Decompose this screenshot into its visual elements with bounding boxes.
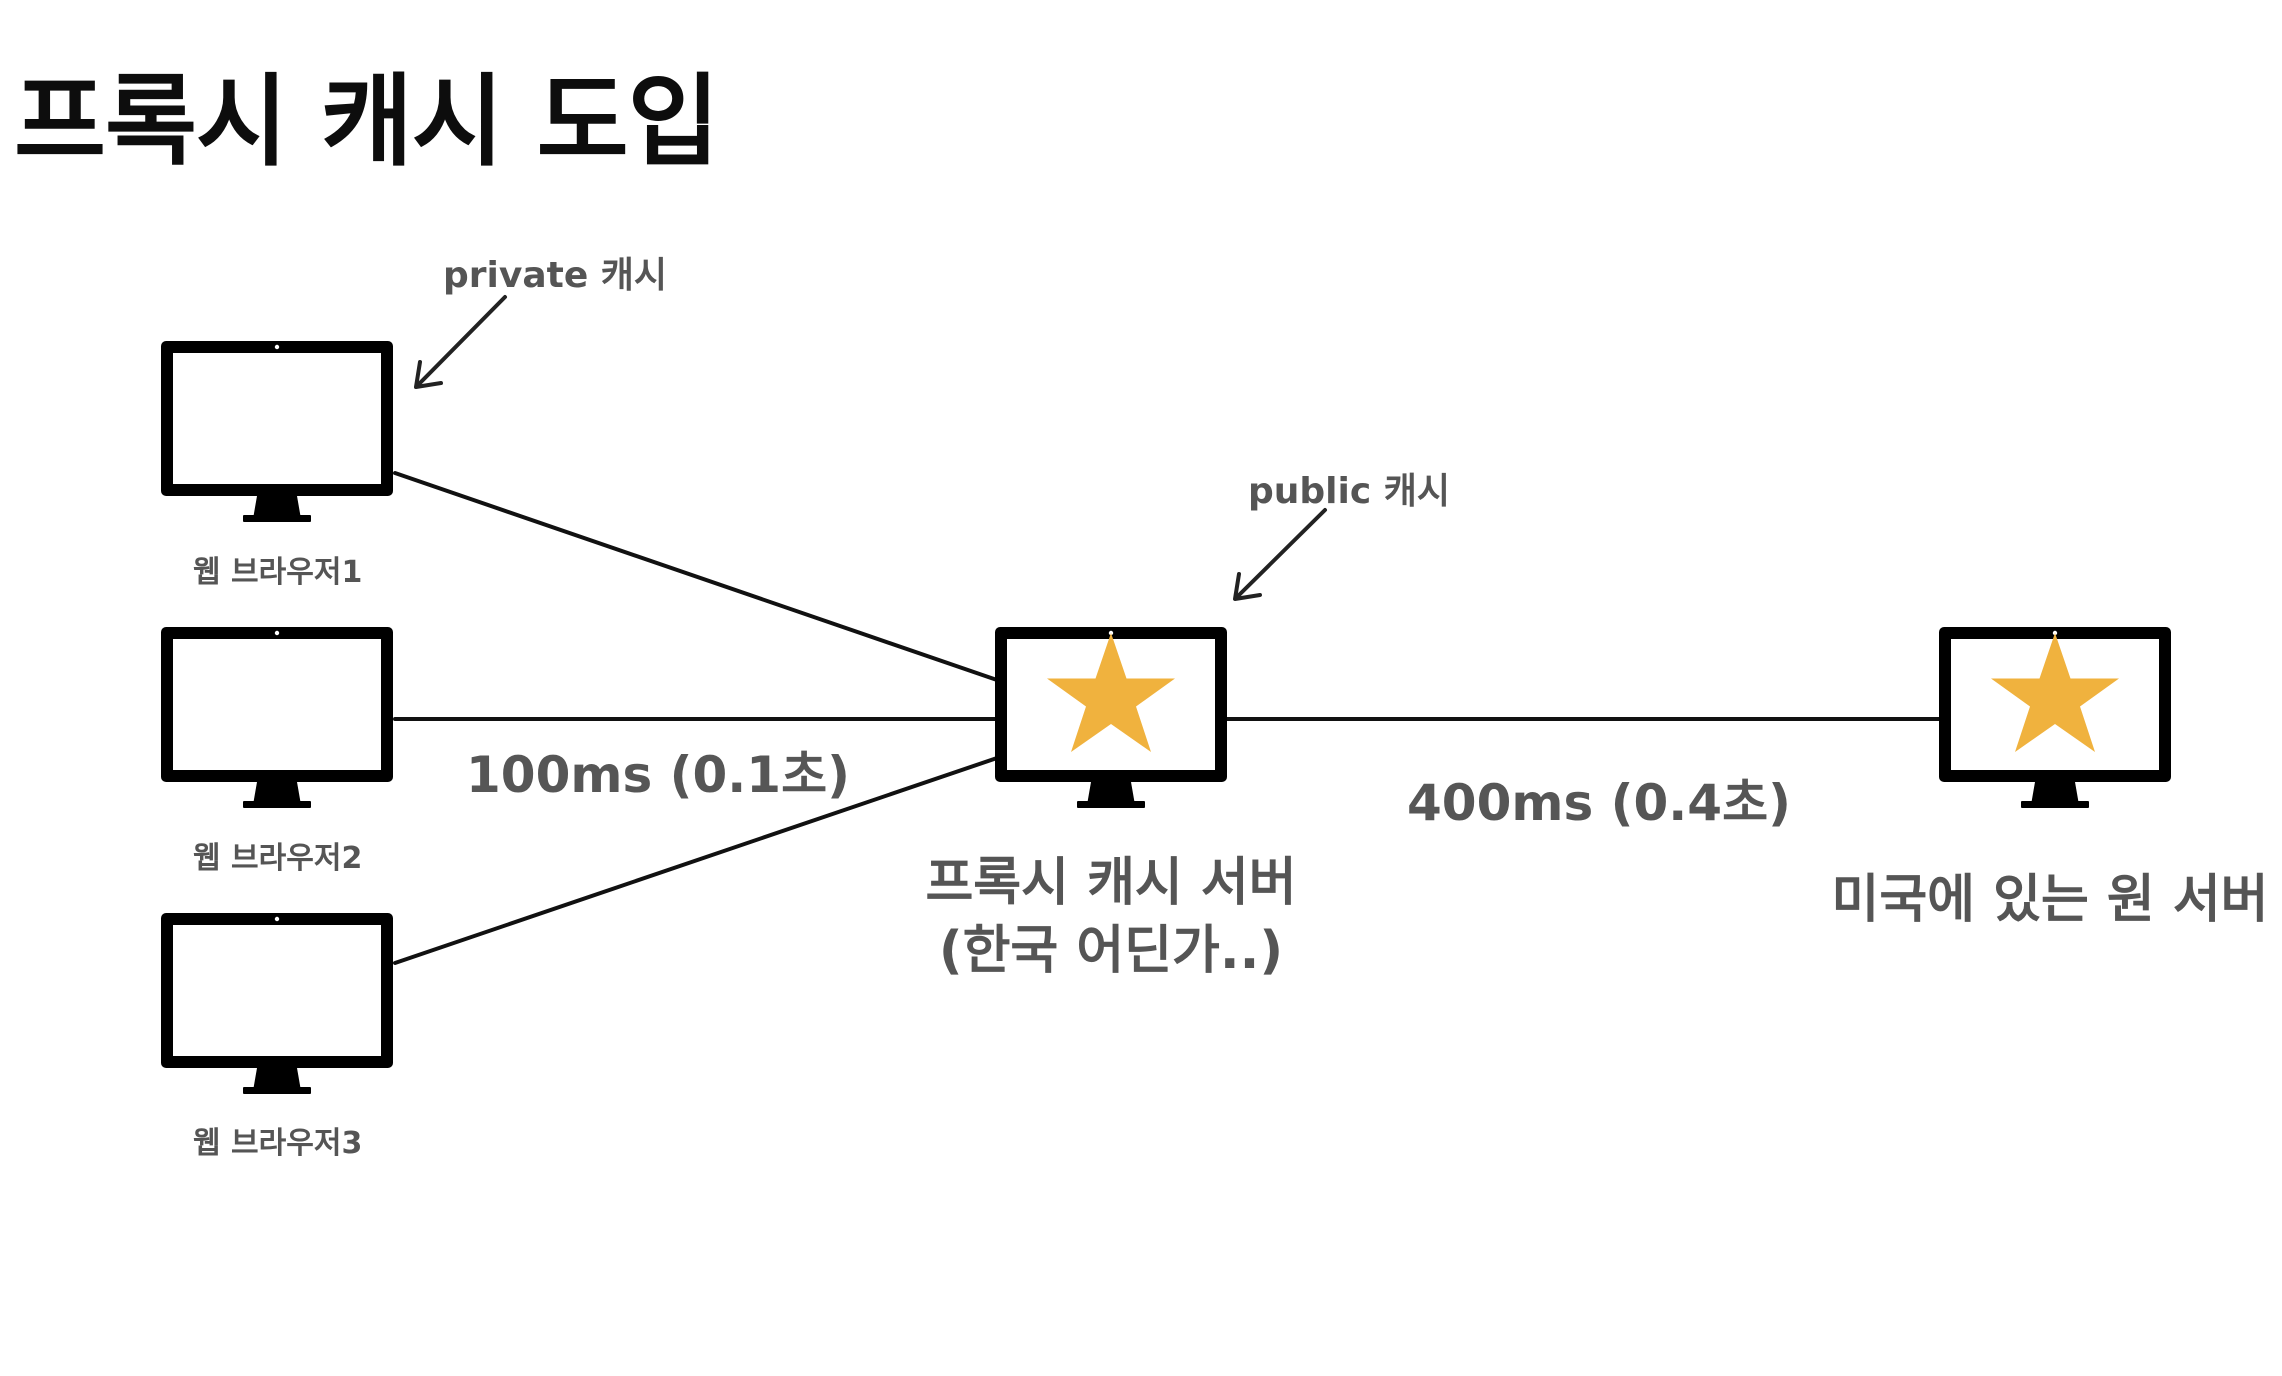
arrow-public-cache — [1233, 508, 1327, 601]
link-browser3-proxy — [393, 756, 999, 965]
latency-browser-proxy: 100ms (0.1초) — [466, 746, 850, 804]
web-browser-1-monitor-icon — [161, 341, 393, 522]
web-browser-1-label: 웹 브라우저1 — [193, 555, 363, 590]
web-browser-3-label: 웹 브라우저3 — [193, 1126, 363, 1161]
proxy-server-label: 프록시 캐시 서버 — [925, 853, 1297, 913]
proxy-server-monitor-icon — [995, 627, 1227, 808]
latency-proxy-origin: 400ms (0.4초) — [1407, 774, 1791, 832]
page-title: 프록시 캐시 도입 — [14, 63, 720, 180]
proxy-server-location: (한국 어딘가..) — [938, 921, 1284, 981]
arrow-private-cache — [414, 295, 507, 389]
private-cache-label: private 캐시 — [443, 255, 668, 296]
public-cache-label: public 캐시 — [1248, 471, 1450, 512]
web-browser-2-label: 웹 브라우저2 — [193, 841, 363, 876]
link-browser1-proxy — [393, 471, 999, 682]
web-browser-3-monitor-icon — [161, 913, 393, 1094]
web-browser-2-monitor-icon — [161, 627, 393, 808]
origin-server-label: 미국에 있는 원 서버 — [1831, 870, 2269, 930]
origin-server-monitor-icon — [1939, 627, 2171, 808]
